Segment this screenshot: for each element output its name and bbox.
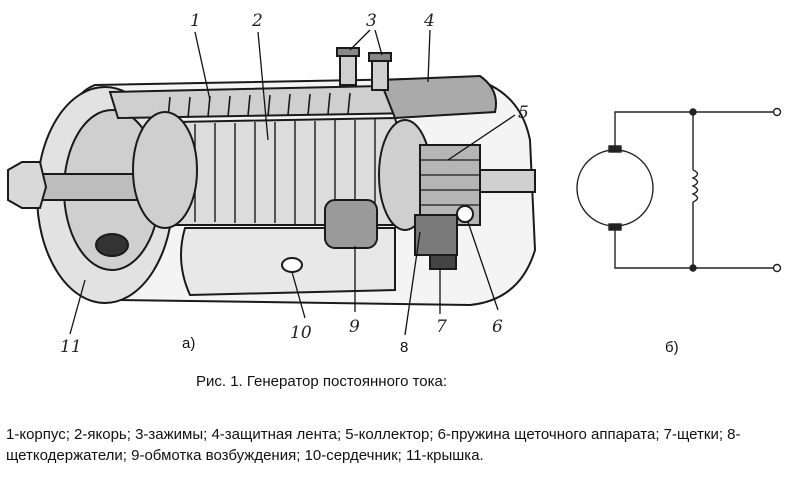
field-coil — [324, 199, 378, 249]
subfigure-b-label: б) — [665, 339, 679, 356]
terminal-bottom — [772, 263, 782, 273]
junction-top — [689, 108, 697, 116]
callout-9: 9 — [349, 317, 360, 337]
callout-10: 10 — [290, 323, 312, 343]
callout-7: 7 — [436, 317, 447, 337]
callout-5: 5 — [518, 103, 529, 123]
protective-band — [378, 74, 497, 120]
wire-top — [614, 111, 775, 146]
brush — [429, 254, 457, 270]
junction-bottom — [689, 264, 697, 272]
rear-shaft — [479, 169, 536, 193]
brush-holder — [414, 214, 458, 256]
callout-1: 1 — [190, 11, 201, 31]
callout-2: 2 — [251, 11, 263, 31]
commutator-bars — [420, 159, 480, 206]
callout-numbers: 1 2 3 4 5 6 7 8 9 10 11 а) б) — [60, 11, 679, 357]
figure-caption: Рис. 1. Генератор постоянного тока: — [196, 373, 448, 390]
terminal-top — [772, 107, 782, 117]
leader-lines — [69, 29, 516, 336]
callout-6: 6 — [492, 317, 503, 337]
shaft-nut — [7, 161, 48, 209]
brush-top — [608, 145, 622, 153]
figure-legend: 1-корпус; 2-якорь; 3-зажимы; 4-защитная … — [6, 426, 741, 464]
field-winding-coil — [691, 169, 699, 203]
callout-11: 11 — [60, 337, 82, 357]
cover-vent-hole — [95, 233, 129, 257]
generator-cutaway-drawing — [7, 47, 537, 307]
brush-bottom — [608, 223, 622, 231]
callout-3: 3 — [366, 11, 377, 31]
circuit-schematic — [576, 107, 782, 273]
front-end-winding — [132, 111, 198, 229]
pole-bolt — [281, 257, 303, 273]
callout-4: 4 — [423, 11, 435, 31]
generator-symbol — [576, 149, 654, 227]
subfigure-a-label: а) — [182, 335, 195, 352]
terminals — [336, 47, 392, 91]
brush-spring — [456, 205, 474, 223]
callout-8: 8 — [400, 339, 408, 356]
wire-bottom — [614, 230, 775, 269]
